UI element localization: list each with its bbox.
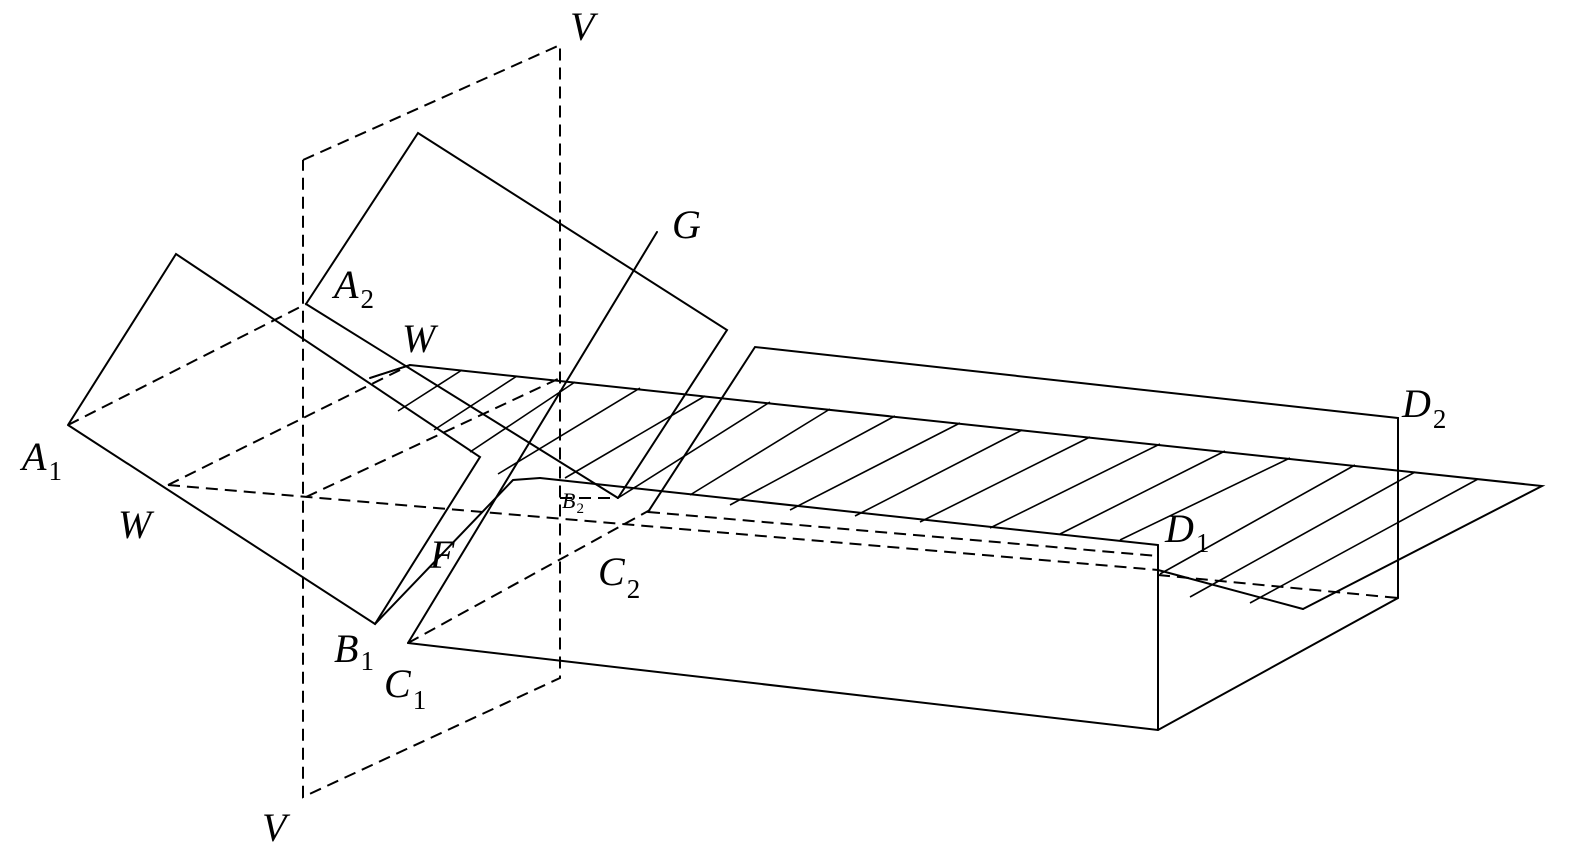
plate-c2-d2 (647, 345, 1399, 599)
label-w-lower: W (118, 502, 155, 547)
plate-upper (305, 131, 729, 499)
label-c1: C1 (384, 661, 426, 715)
label-g: G (672, 202, 701, 247)
line-fg (407, 231, 658, 644)
plate-left (67, 252, 482, 626)
labels: V V G A2 W A1 W F B2 C2 B1 C1 D1 D2 (19, 4, 1446, 850)
label-c2: C2 (598, 549, 640, 604)
label-b2: B2 (562, 488, 584, 517)
label-w-upper: W (402, 316, 439, 361)
label-d2: D2 (1401, 381, 1446, 434)
line-w-dashed (167, 484, 1159, 571)
plane-v (302, 43, 561, 799)
hatching (369, 364, 1479, 604)
label-d1: D1 (1164, 506, 1209, 558)
label-a2: A2 (331, 262, 374, 314)
hidden-edges (67, 303, 1399, 644)
label-v-bottom: V (262, 805, 291, 850)
label-b1: B1 (334, 626, 374, 676)
label-a1: A1 (19, 434, 62, 486)
box-body (374, 477, 1399, 732)
label-v-top: V (570, 4, 599, 49)
label-f: F (429, 532, 455, 577)
edge-a2-b2 (305, 303, 619, 499)
